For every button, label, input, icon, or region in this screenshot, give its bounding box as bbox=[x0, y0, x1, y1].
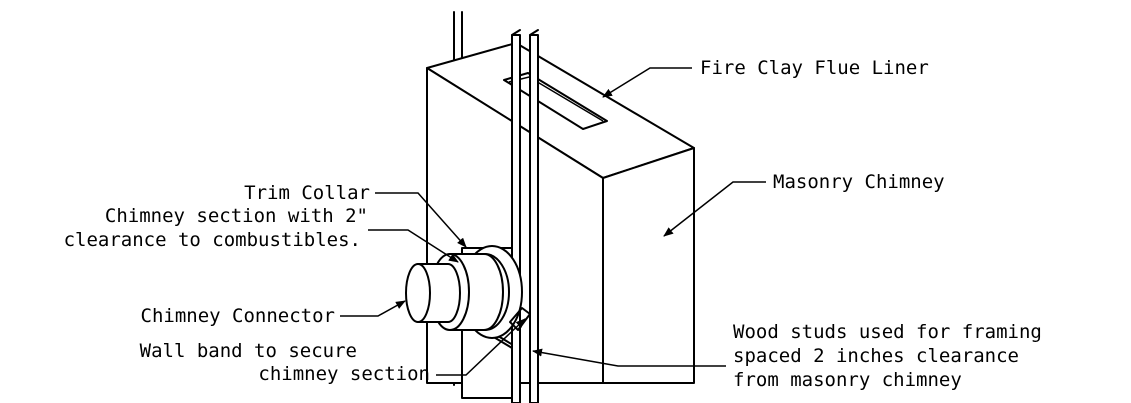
label-wood-studs-line1: Wood studs used for framing bbox=[733, 321, 1042, 343]
label-trim-collar: Trim Collar bbox=[244, 182, 370, 204]
label-wood-studs-line3: from masonry chimney bbox=[733, 369, 962, 391]
right-wall-studs bbox=[511, 29, 539, 403]
label-chimney-connector: Chimney Connector bbox=[141, 305, 335, 327]
chimney-connector-pipe bbox=[405, 263, 461, 323]
label-chimney-section-line2: clearance to combustibles. bbox=[64, 229, 361, 251]
label-wall-band-line1: Wall band to secure bbox=[140, 340, 357, 362]
label-fire-clay-flue-liner: Fire Clay Flue Liner bbox=[700, 57, 929, 79]
label-masonry-chimney: Masonry Chimney bbox=[773, 171, 945, 193]
labels: Fire Clay Flue Liner Masonry Chimney Tri… bbox=[64, 57, 1042, 391]
label-chimney-section-line1: Chimney section with 2" bbox=[105, 205, 368, 227]
label-wall-band-line2: chimney section bbox=[258, 363, 430, 385]
leader-lines bbox=[340, 67, 766, 376]
label-wood-studs-line2: spaced 2 inches clearance bbox=[733, 345, 1019, 367]
